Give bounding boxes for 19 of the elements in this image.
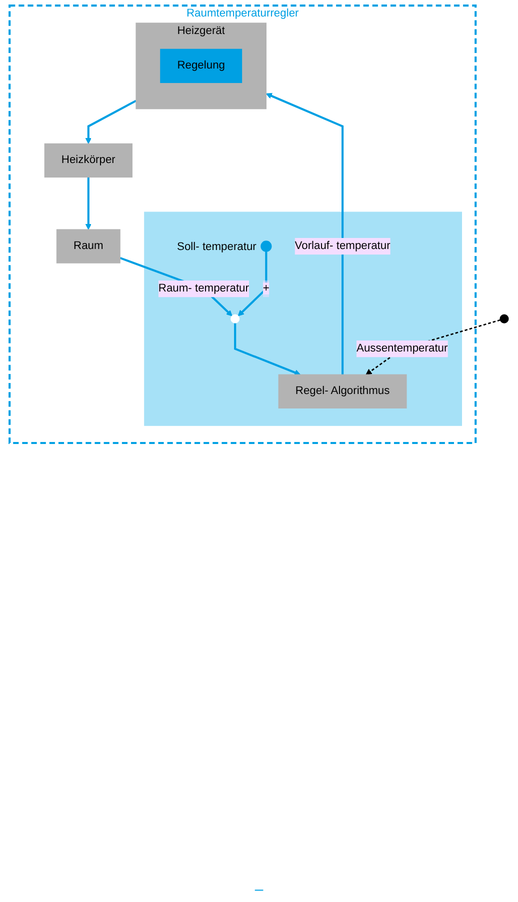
node-circle bbox=[230, 314, 240, 324]
node-box: Raum bbox=[56, 229, 120, 264]
edge-label: Aussentemperatur bbox=[356, 342, 448, 354]
edge-label: Vorlauf- temperatur bbox=[294, 240, 390, 252]
sign-label: – bbox=[254, 881, 264, 898]
setpoint-caption: Soll- temperatur bbox=[177, 240, 256, 253]
arrow bbox=[234, 323, 301, 376]
node-box: Regelung bbox=[160, 48, 242, 84]
arrow bbox=[238, 250, 268, 316]
node-box: Regel- Algorithmus bbox=[278, 374, 407, 408]
node-circle bbox=[500, 314, 509, 324]
arrow bbox=[85, 100, 137, 144]
node-circle bbox=[260, 240, 272, 252]
arrow bbox=[85, 177, 92, 230]
edge-label: Raum- temperatur bbox=[158, 282, 249, 294]
arrow bbox=[266, 93, 344, 375]
edge-label: + bbox=[262, 282, 270, 294]
cluster bbox=[144, 212, 462, 426]
node-box: Heizkörper bbox=[44, 143, 132, 178]
